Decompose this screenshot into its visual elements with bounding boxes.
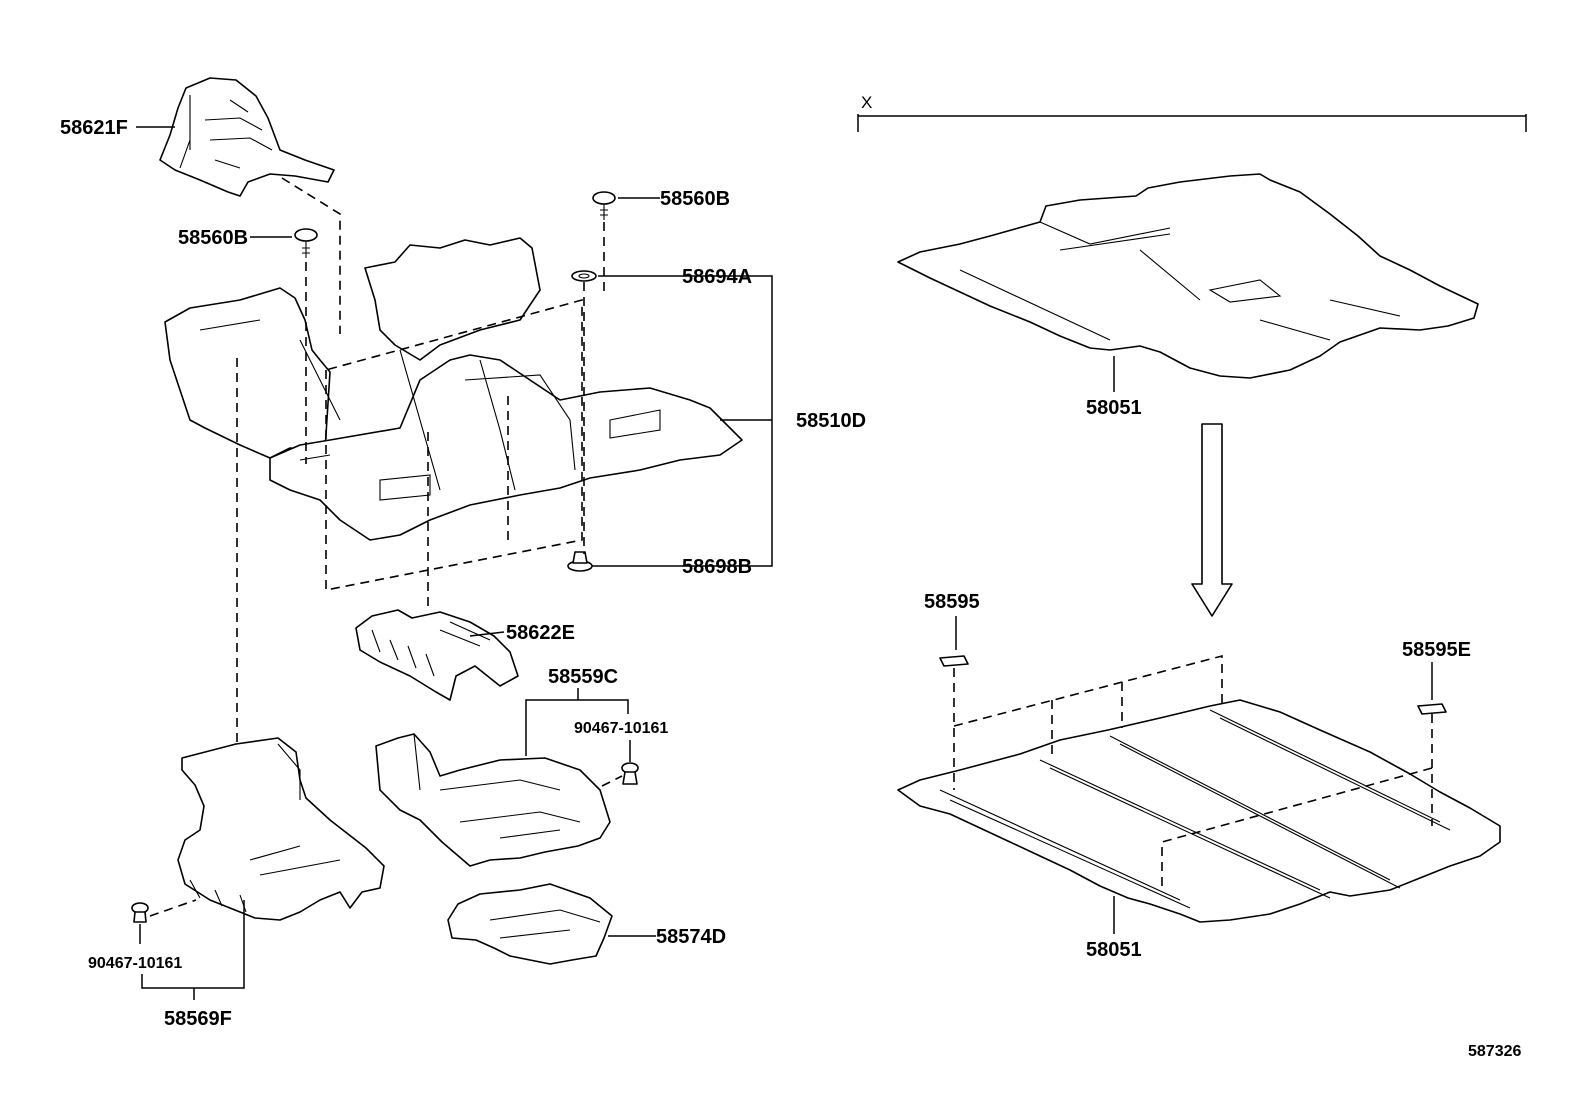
label-group-x: X — [861, 93, 872, 112]
label-90467-10161-upper: 90467-10161 — [574, 720, 668, 737]
figure-id: 587326 — [1468, 1043, 1521, 1060]
label-58622E: 58622E — [506, 622, 575, 644]
label-58510D: 58510D — [796, 410, 866, 432]
part-58559C-drawing — [375, 733, 639, 867]
part-58622E-drawing — [355, 609, 519, 701]
label-58560B-right: 58560B — [660, 188, 730, 210]
label-90467-10161-lower: 90467-10161 — [88, 955, 182, 972]
leader-lines-left — [136, 126, 773, 1000]
part-58694A-drawing — [571, 270, 597, 282]
arrow-down — [1191, 423, 1233, 617]
label-58698B: 58698B — [682, 556, 752, 578]
label-58051-bottom: 58051 — [1086, 939, 1142, 961]
part-58051-top-drawing — [897, 173, 1479, 379]
part-58560B-right-drawing — [592, 191, 616, 220]
part-58621F-drawing — [159, 77, 335, 197]
group-bracket — [857, 114, 1527, 132]
part-58574D-drawing — [447, 883, 613, 965]
part-58569F-drawing — [131, 737, 385, 923]
alignment-lines-left — [149, 177, 623, 917]
label-58560B-left: 58560B — [178, 227, 248, 249]
label-58694A: 58694A — [682, 266, 752, 288]
part-58510D-drawing — [164, 237, 743, 541]
label-58595: 58595 — [924, 591, 980, 613]
label-58569F: 58569F — [164, 1008, 232, 1030]
leader-lines-right — [955, 356, 1433, 934]
label-58559C: 58559C — [548, 666, 618, 688]
part-58698B-drawing — [567, 551, 593, 572]
label-58574D: 58574D — [656, 926, 726, 948]
alignment-lines-right — [953, 654, 1433, 890]
label-58051-top: 58051 — [1086, 397, 1142, 419]
part-58051-bottom-drawing — [897, 655, 1501, 923]
part-58560B-left-drawing — [294, 228, 318, 258]
label-58621F: 58621F — [60, 117, 128, 139]
label-58595E: 58595E — [1402, 639, 1471, 661]
